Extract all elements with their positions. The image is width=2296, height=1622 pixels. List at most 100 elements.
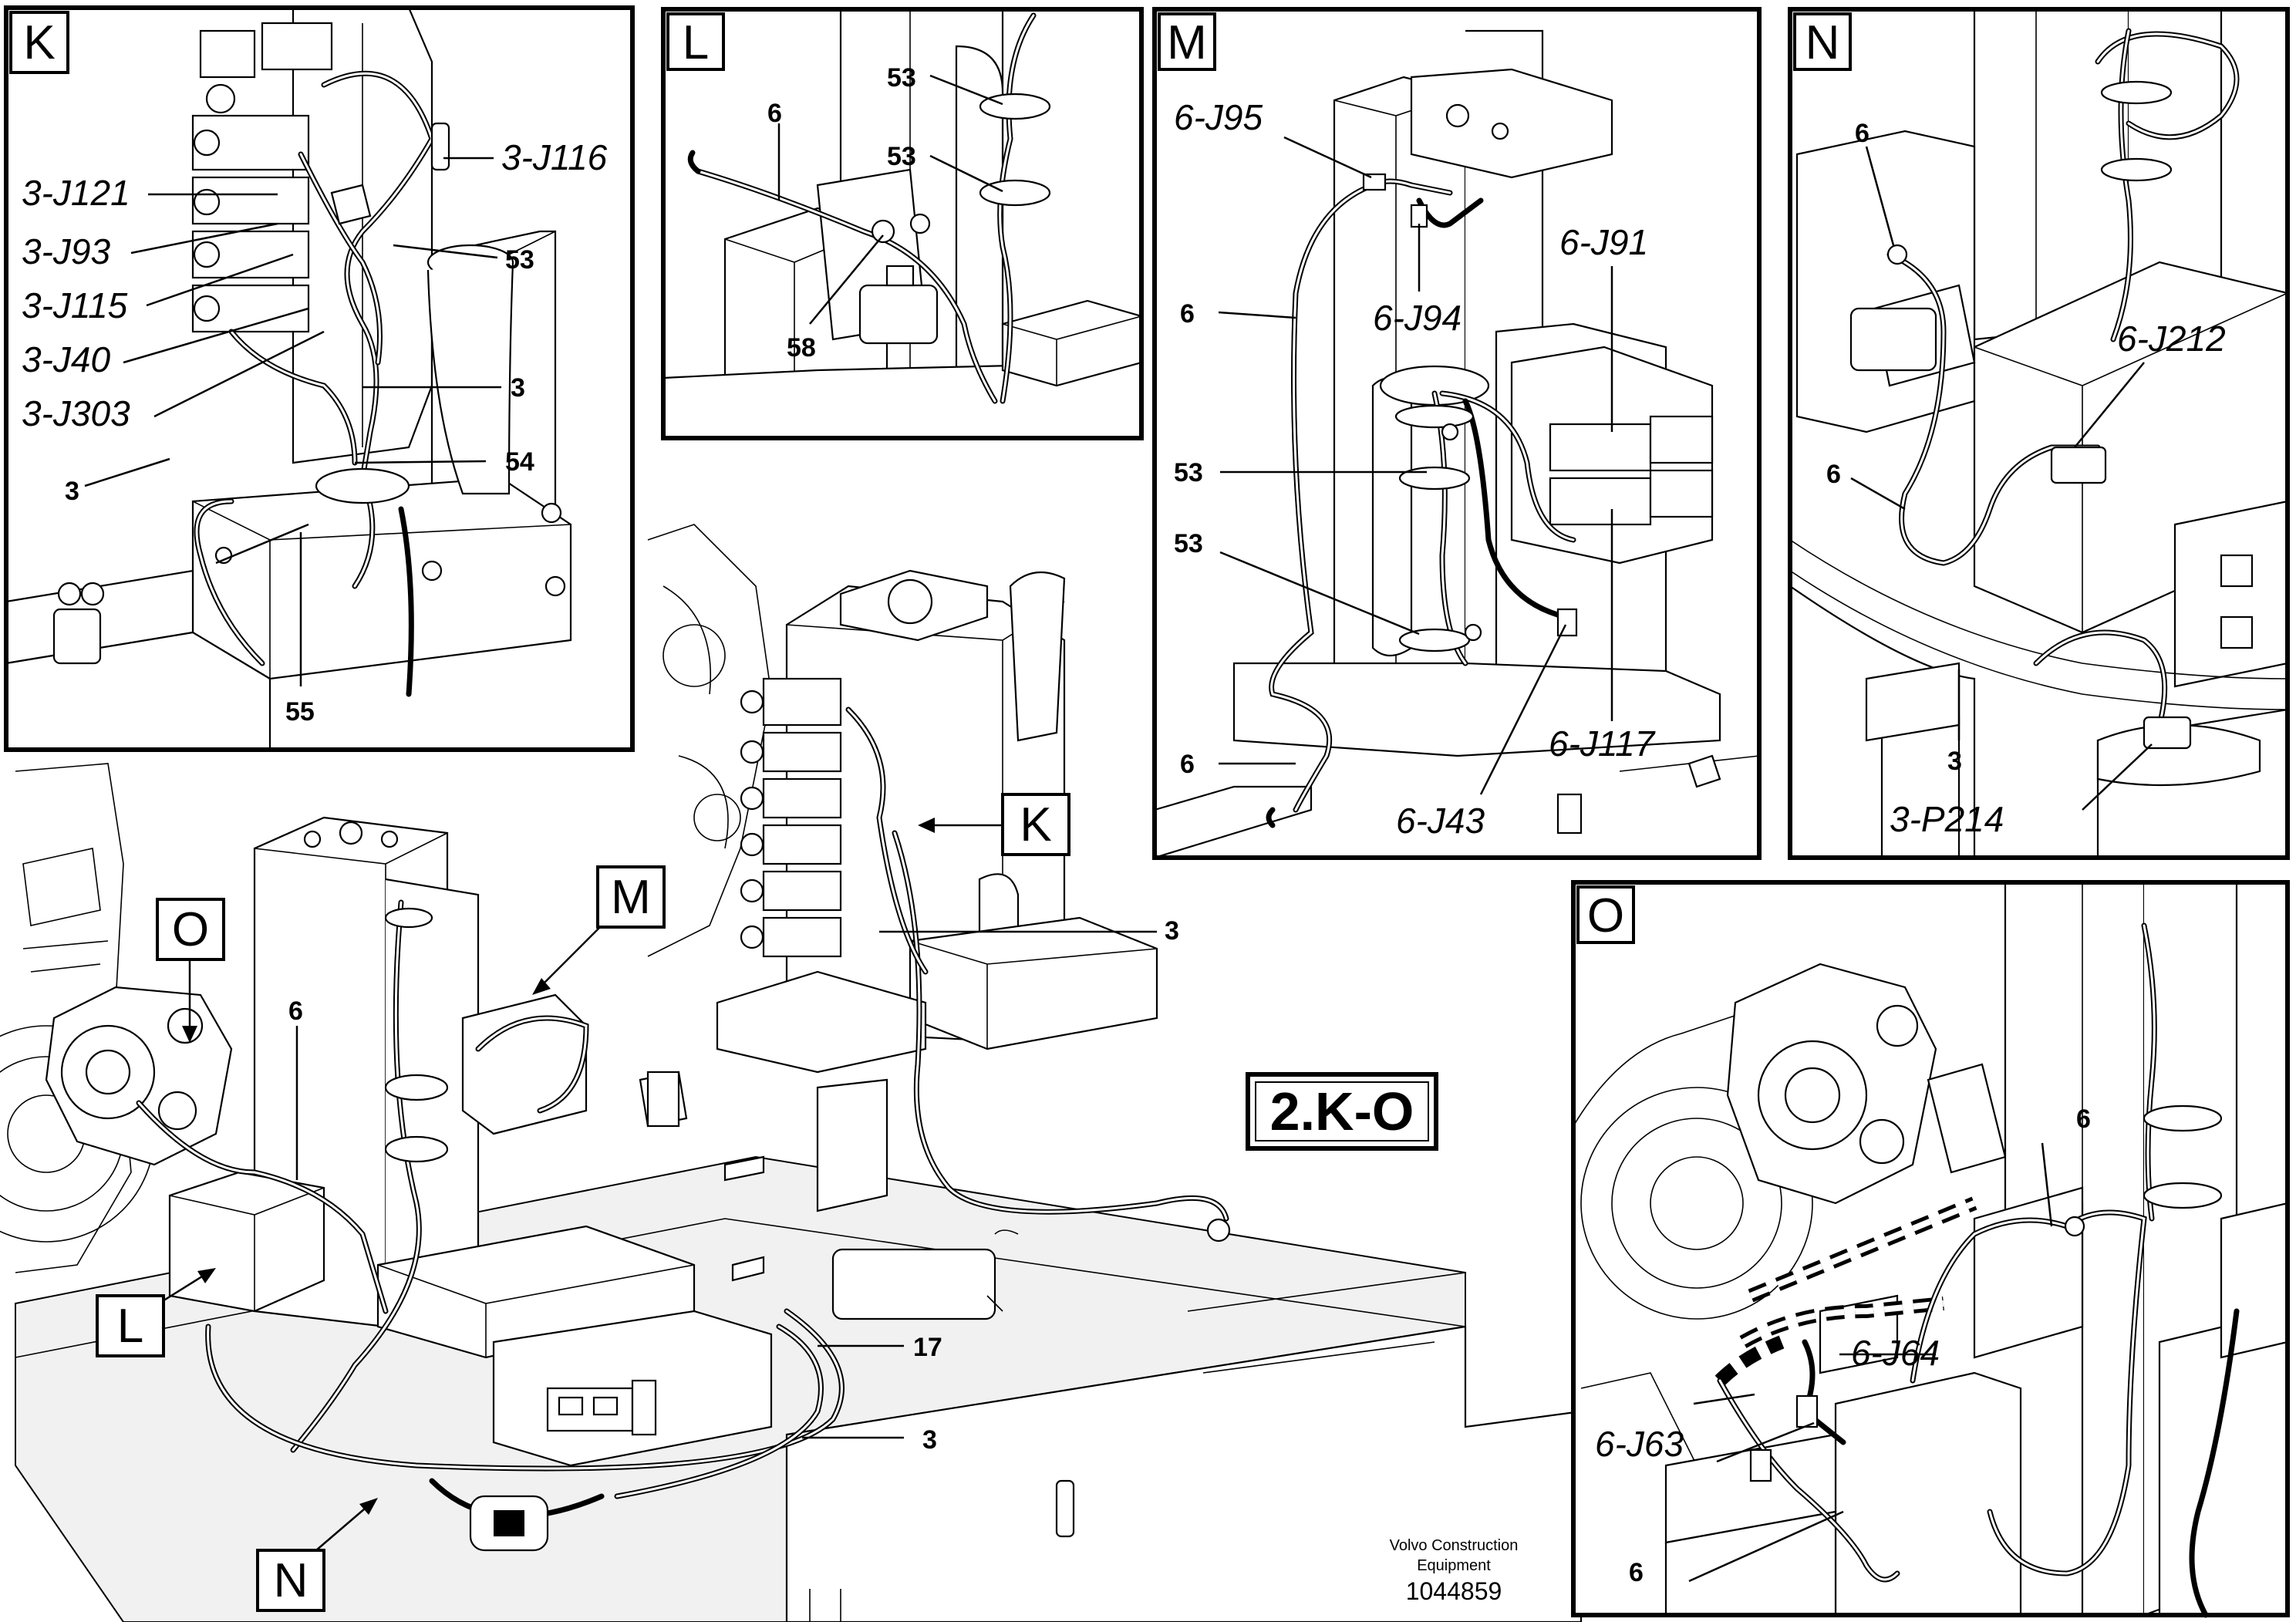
- number-k-3: 3: [511, 373, 525, 403]
- callout-n-box: [256, 1549, 325, 1612]
- panel-m-tag-box: [1158, 12, 1216, 71]
- number-m-6-bottom: 6: [1180, 750, 1195, 779]
- connector-icon: [430, 122, 450, 171]
- callout-m-box: [596, 865, 666, 929]
- number-l-53-top: 53: [887, 63, 916, 93]
- panel-o: O 6-J64 6-J63 6 6: [1571, 880, 2290, 1618]
- connector-icon: [1362, 173, 1387, 191]
- label-6-j91: 6-J91: [1559, 222, 1648, 262]
- label-3-j40: 3-J40: [22, 339, 110, 379]
- number-o-6-bottom: 6: [1629, 1558, 1644, 1587]
- label-6-j117: 6-J117: [1549, 723, 1656, 764]
- callout-o-box: [156, 898, 225, 961]
- label-3-j93: 3-J93: [22, 231, 110, 271]
- label-6-j94: 6-J94: [1373, 298, 1462, 338]
- wiring-harness-icon: [1886, 28, 2240, 728]
- connector-icon: [1795, 1394, 1819, 1428]
- panel-n: N 6-J212 3-P214 6 6 3: [1788, 7, 2290, 860]
- hydraulic-pump-icon: [45, 986, 233, 1166]
- figure-code-text: 2.K-O: [1270, 1081, 1414, 1141]
- cable-clamp-icon: [315, 467, 410, 504]
- number-n-6: 6: [1826, 460, 1841, 489]
- number-n-6-top: 6: [1855, 119, 1870, 148]
- callout-l: L: [117, 1300, 143, 1353]
- control-box-icon: [2173, 500, 2289, 688]
- slot-icon: [1055, 1479, 1075, 1538]
- number-overview-17: 17: [913, 1333, 942, 1362]
- callout-k: K: [1020, 798, 1051, 851]
- document-number: 1044859: [1406, 1577, 1502, 1605]
- connector-icon: [1749, 1448, 1772, 1482]
- overview-callouts: O M K L N 6 3 17 3: [96, 793, 1179, 1612]
- number-k-53: 53: [505, 245, 534, 275]
- panel-n-tag-box: [1793, 12, 1852, 71]
- cable-clamp-icon: [2143, 1182, 2223, 1209]
- connector-icon: [1556, 608, 1578, 637]
- label-3-j121: 3-J121: [22, 173, 130, 213]
- label-6-j64: 6-J64: [1851, 1333, 1940, 1373]
- panel-o-tag: O: [1587, 889, 1624, 943]
- number-k-3-left: 3: [65, 477, 79, 506]
- number-n-3: 3: [1947, 747, 1962, 776]
- connector-icon: [1410, 204, 1428, 228]
- number-o-6-top: 6: [2076, 1104, 2091, 1134]
- hydraulic-valve-block-icon: [191, 22, 333, 333]
- number-m-53: 53: [1174, 458, 1203, 487]
- wiring-harness-icon: [136, 706, 1229, 1552]
- cable-clamp-icon: [1398, 466, 1471, 491]
- panel-k: K 3-J121 3-J93 3-J115 3-J40 3-J303 3-J11…: [4, 5, 635, 752]
- panel-l-tag: L: [683, 16, 709, 69]
- callout-m: M: [611, 871, 651, 924]
- connector-icon: [831, 1248, 996, 1320]
- callout-n: N: [274, 1554, 308, 1607]
- cable-clamp-icon: [1394, 404, 1475, 429]
- figure-code: 2.K-O: [1246, 1072, 1438, 1151]
- hydraulic-valve-block-icon: [1410, 68, 1613, 179]
- panel-m: M 6-J95 6-J94 6-J91 6-J117 6-J43 6 53 53…: [1152, 7, 1762, 860]
- label-3-j115: 3-J115: [22, 285, 128, 325]
- panel-m-tag: M: [1167, 16, 1207, 69]
- label-6-j95: 6-J95: [1174, 97, 1263, 137]
- cable-clamp-icon: [979, 93, 1051, 120]
- label-3-j303: 3-J303: [22, 393, 130, 433]
- label-6-j43: 6-J43: [1396, 801, 1485, 841]
- wiring-harness-icon: [1717, 922, 2240, 1618]
- connector-icon: [646, 1071, 680, 1128]
- panel-k-tag-box: [9, 11, 69, 74]
- credit-line-2: Equipment: [1417, 1557, 1491, 1574]
- credit-block: Volvo Construction Equipment 1044859: [1390, 1537, 1519, 1605]
- panel-o-tag-box: [1576, 885, 1635, 944]
- number-overview-3: 3: [922, 1425, 937, 1455]
- cable-clamp-icon: [384, 907, 449, 1163]
- cable-clamp-icon: [2100, 157, 2173, 182]
- hydraulic-pump-icon: [1849, 307, 1937, 372]
- cable-clamp-icon: [1398, 628, 1471, 653]
- number-m-53-lower: 53: [1174, 529, 1203, 558]
- number-l-53: 53: [887, 142, 916, 171]
- panel-k-tag: K: [23, 16, 55, 69]
- number-k-54: 54: [505, 447, 534, 477]
- credit-line-1: Volvo Construction: [1390, 1537, 1519, 1554]
- number-l-6: 6: [767, 99, 782, 128]
- hydraulic-valve-block-icon: [740, 677, 842, 958]
- panel-l: L 53 53 6 58: [661, 7, 1144, 440]
- hydraulic-pump-icon: [858, 284, 939, 345]
- number-m-6-top: 6: [1180, 299, 1195, 329]
- callout-o: O: [172, 903, 209, 956]
- connector-icon: [2050, 446, 2107, 484]
- panel-n-tag: N: [1805, 16, 1840, 69]
- connector-icon: [2143, 716, 2192, 750]
- cable-clamp-icon: [979, 179, 1051, 207]
- cable-clamp-icon: [2100, 80, 2173, 105]
- number-k-55: 55: [285, 697, 315, 727]
- label-3-p214: 3-P214: [1890, 799, 2004, 839]
- label-6-j212: 6-J212: [2117, 319, 2226, 359]
- callout-l-box: [96, 1294, 165, 1357]
- right-column: [716, 569, 1158, 1212]
- label-6-j63: 6-J63: [1595, 1424, 1684, 1464]
- overview-assembly: [0, 524, 1583, 1622]
- panel-l-tag-box: [666, 12, 725, 71]
- number-overview-6: 6: [288, 996, 303, 1026]
- label-3-j116: 3-J116: [501, 137, 608, 177]
